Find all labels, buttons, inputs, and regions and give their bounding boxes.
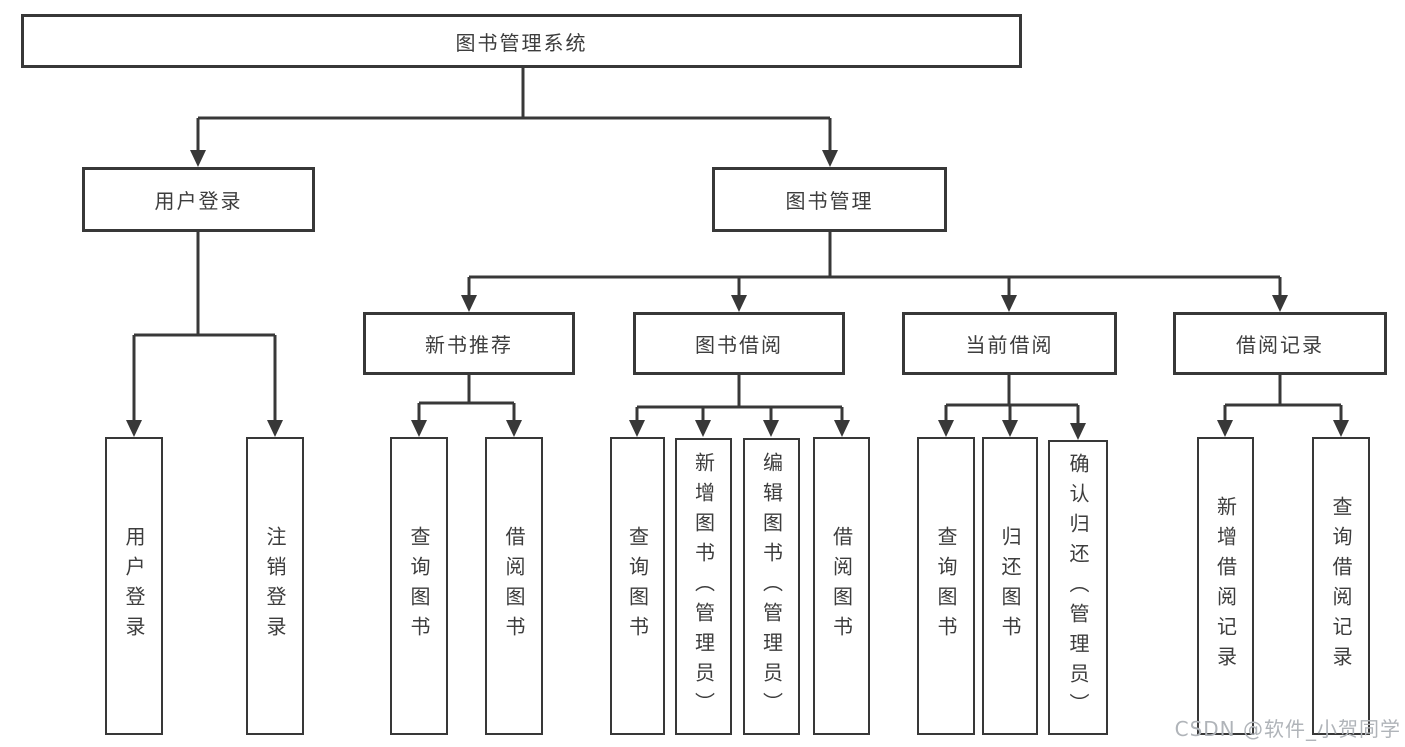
leaf-current-return: 归还图书 [982, 437, 1038, 735]
leaf-user-login: 用户登录 [105, 437, 163, 735]
node-book-management: 图书管理 [712, 167, 947, 232]
connector-root-to-level2 [196, 68, 832, 152]
arrowheads [126, 150, 1349, 440]
node-new-books: 新书推荐 [363, 312, 575, 375]
leaf-current-confirm-return-admin: 确认归还（管理员） [1048, 440, 1108, 735]
node-current-borrowing: 当前借阅 [902, 312, 1117, 375]
leaf-newbooks-borrow: 借阅图书 [485, 437, 543, 735]
leaf-borrowing-borrow-label: 借阅图书 [829, 526, 854, 646]
leaf-newbooks-query: 查询图书 [390, 437, 448, 735]
leaf-borrowing-add-admin: 新增图书（管理员） [675, 438, 732, 735]
leaf-borrowing-borrow: 借阅图书 [813, 437, 870, 735]
leaf-records-query: 查询借阅记录 [1312, 437, 1370, 735]
connector-book-management-to-level3 [467, 232, 1282, 297]
node-book-borrowing: 图书借阅 [633, 312, 845, 375]
connector-current-borrowing-to-leaves [944, 375, 1080, 425]
leaf-borrowing-edit-admin-label: 编辑图书（管理员） [759, 451, 784, 722]
connector-borrow-records-to-leaves [1223, 375, 1343, 422]
leaf-borrowing-query: 查询图书 [610, 437, 665, 735]
leaf-current-confirm-return-admin-label: 确认归还（管理员） [1066, 452, 1090, 723]
connector-user-login-to-leaves [132, 232, 277, 422]
leaf-current-return-label: 归还图书 [998, 526, 1022, 646]
leaf-logout: 注销登录 [246, 437, 304, 735]
leaf-user-login-label: 用户登录 [122, 526, 146, 646]
leaf-borrowing-query-label: 查询图书 [625, 526, 650, 646]
connector-book-borrowing-to-leaves [635, 375, 844, 422]
connector-new-books-to-leaves [417, 375, 516, 422]
node-user-login: 用户登录 [82, 167, 315, 232]
leaf-records-query-label: 查询借阅记录 [1329, 496, 1353, 676]
node-root-system: 图书管理系统 [21, 14, 1022, 68]
leaf-current-query-label: 查询图书 [934, 526, 958, 646]
leaf-current-query: 查询图书 [917, 437, 975, 735]
leaf-records-add-label: 新增借阅记录 [1213, 496, 1238, 676]
leaf-records-add: 新增借阅记录 [1197, 437, 1254, 735]
leaf-borrowing-edit-admin: 编辑图书（管理员） [743, 438, 800, 735]
node-borrow-records: 借阅记录 [1173, 312, 1387, 375]
leaf-newbooks-borrow-label: 借阅图书 [502, 526, 526, 646]
csdn-watermark: CSDN @软件_小贺同学 [1174, 717, 1401, 741]
leaf-borrowing-add-admin-label: 新增图书（管理员） [691, 451, 716, 722]
leaf-logout-label: 注销登录 [263, 526, 287, 646]
leaf-newbooks-query-label: 查询图书 [407, 526, 431, 646]
